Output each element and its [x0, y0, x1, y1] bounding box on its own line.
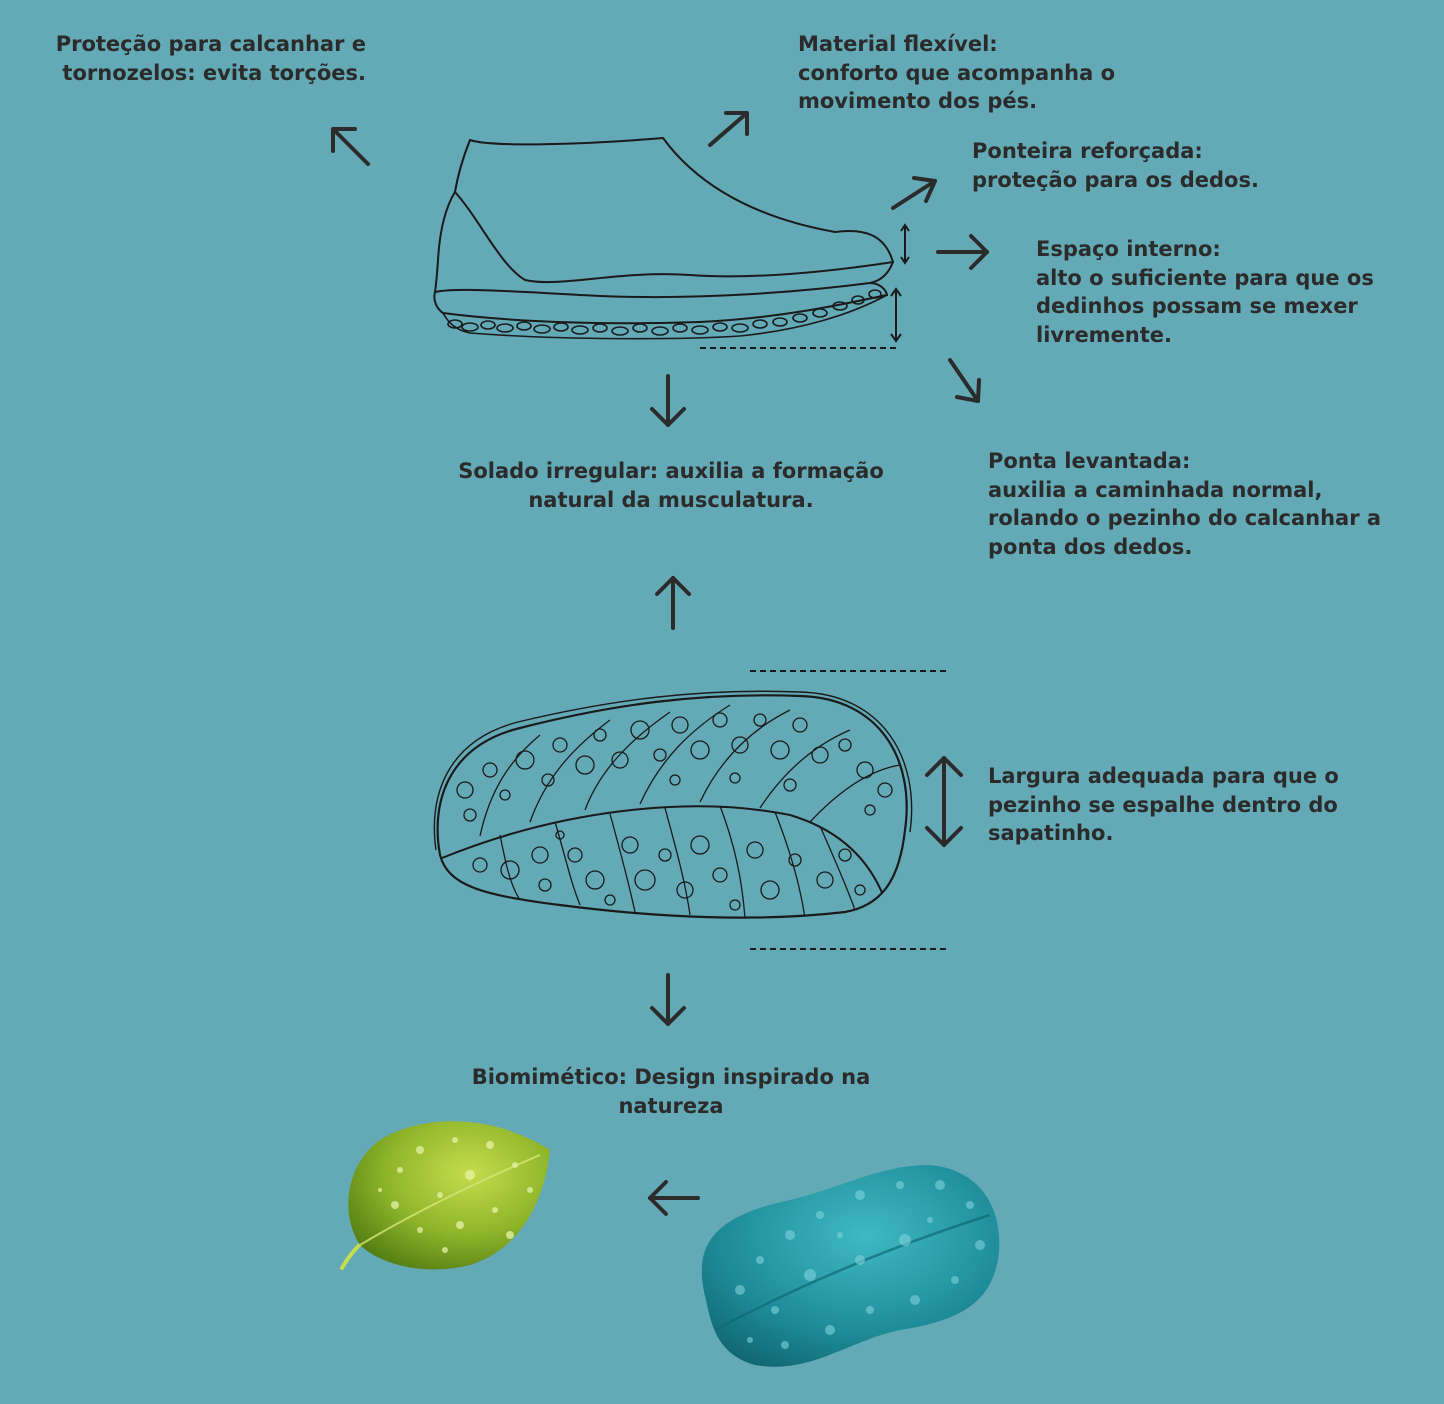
- double-arrow-icon: [925, 756, 963, 847]
- label-reinforced-toe: Ponteira reforçada: proteção para os ded…: [972, 139, 1259, 192]
- arrow-icon: [331, 111, 989, 1216]
- label-irregular-sole: Solado irregular: auxilia a formação nat…: [458, 459, 884, 512]
- label-biomimetic: Biomimético: Design inspirado na naturez…: [471, 1065, 871, 1118]
- sole-photo-image: [701, 1165, 1000, 1367]
- toe-height-arrows-icon: [890, 223, 910, 343]
- shoe-sketch-icon: [433, 137, 894, 340]
- label-raised-tip: Ponta levantada: auxilia a caminhada nor…: [988, 449, 1382, 559]
- sole-outline-sketch-icon: [433, 690, 913, 919]
- label-adequate-width: Largura adequada para que o pezinho se e…: [988, 764, 1339, 845]
- label-internal-space: Espaço interno: alto o suficiente para q…: [1036, 237, 1374, 347]
- label-heel-protection: Proteção para calcanhar e tornozelos: ev…: [55, 32, 366, 85]
- label-flexible-material: Material flexível: conforto que acompanh…: [798, 32, 1115, 113]
- leaf-image: [340, 1121, 550, 1270]
